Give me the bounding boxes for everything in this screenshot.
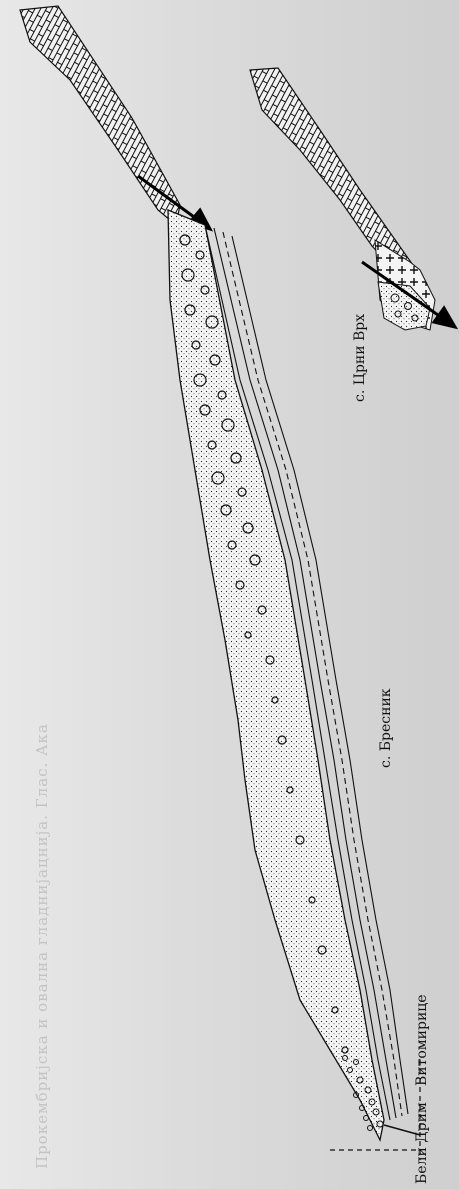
- limestone-block-main: [20, 6, 180, 225]
- label-vitomirice: Витомирице: [414, 994, 430, 1086]
- label-bresnik: с. Бресник: [378, 688, 394, 768]
- label-crni-vrh: с. Црни Врх: [352, 314, 368, 402]
- label-beli-drim: Бели Дрим: [414, 1102, 430, 1184]
